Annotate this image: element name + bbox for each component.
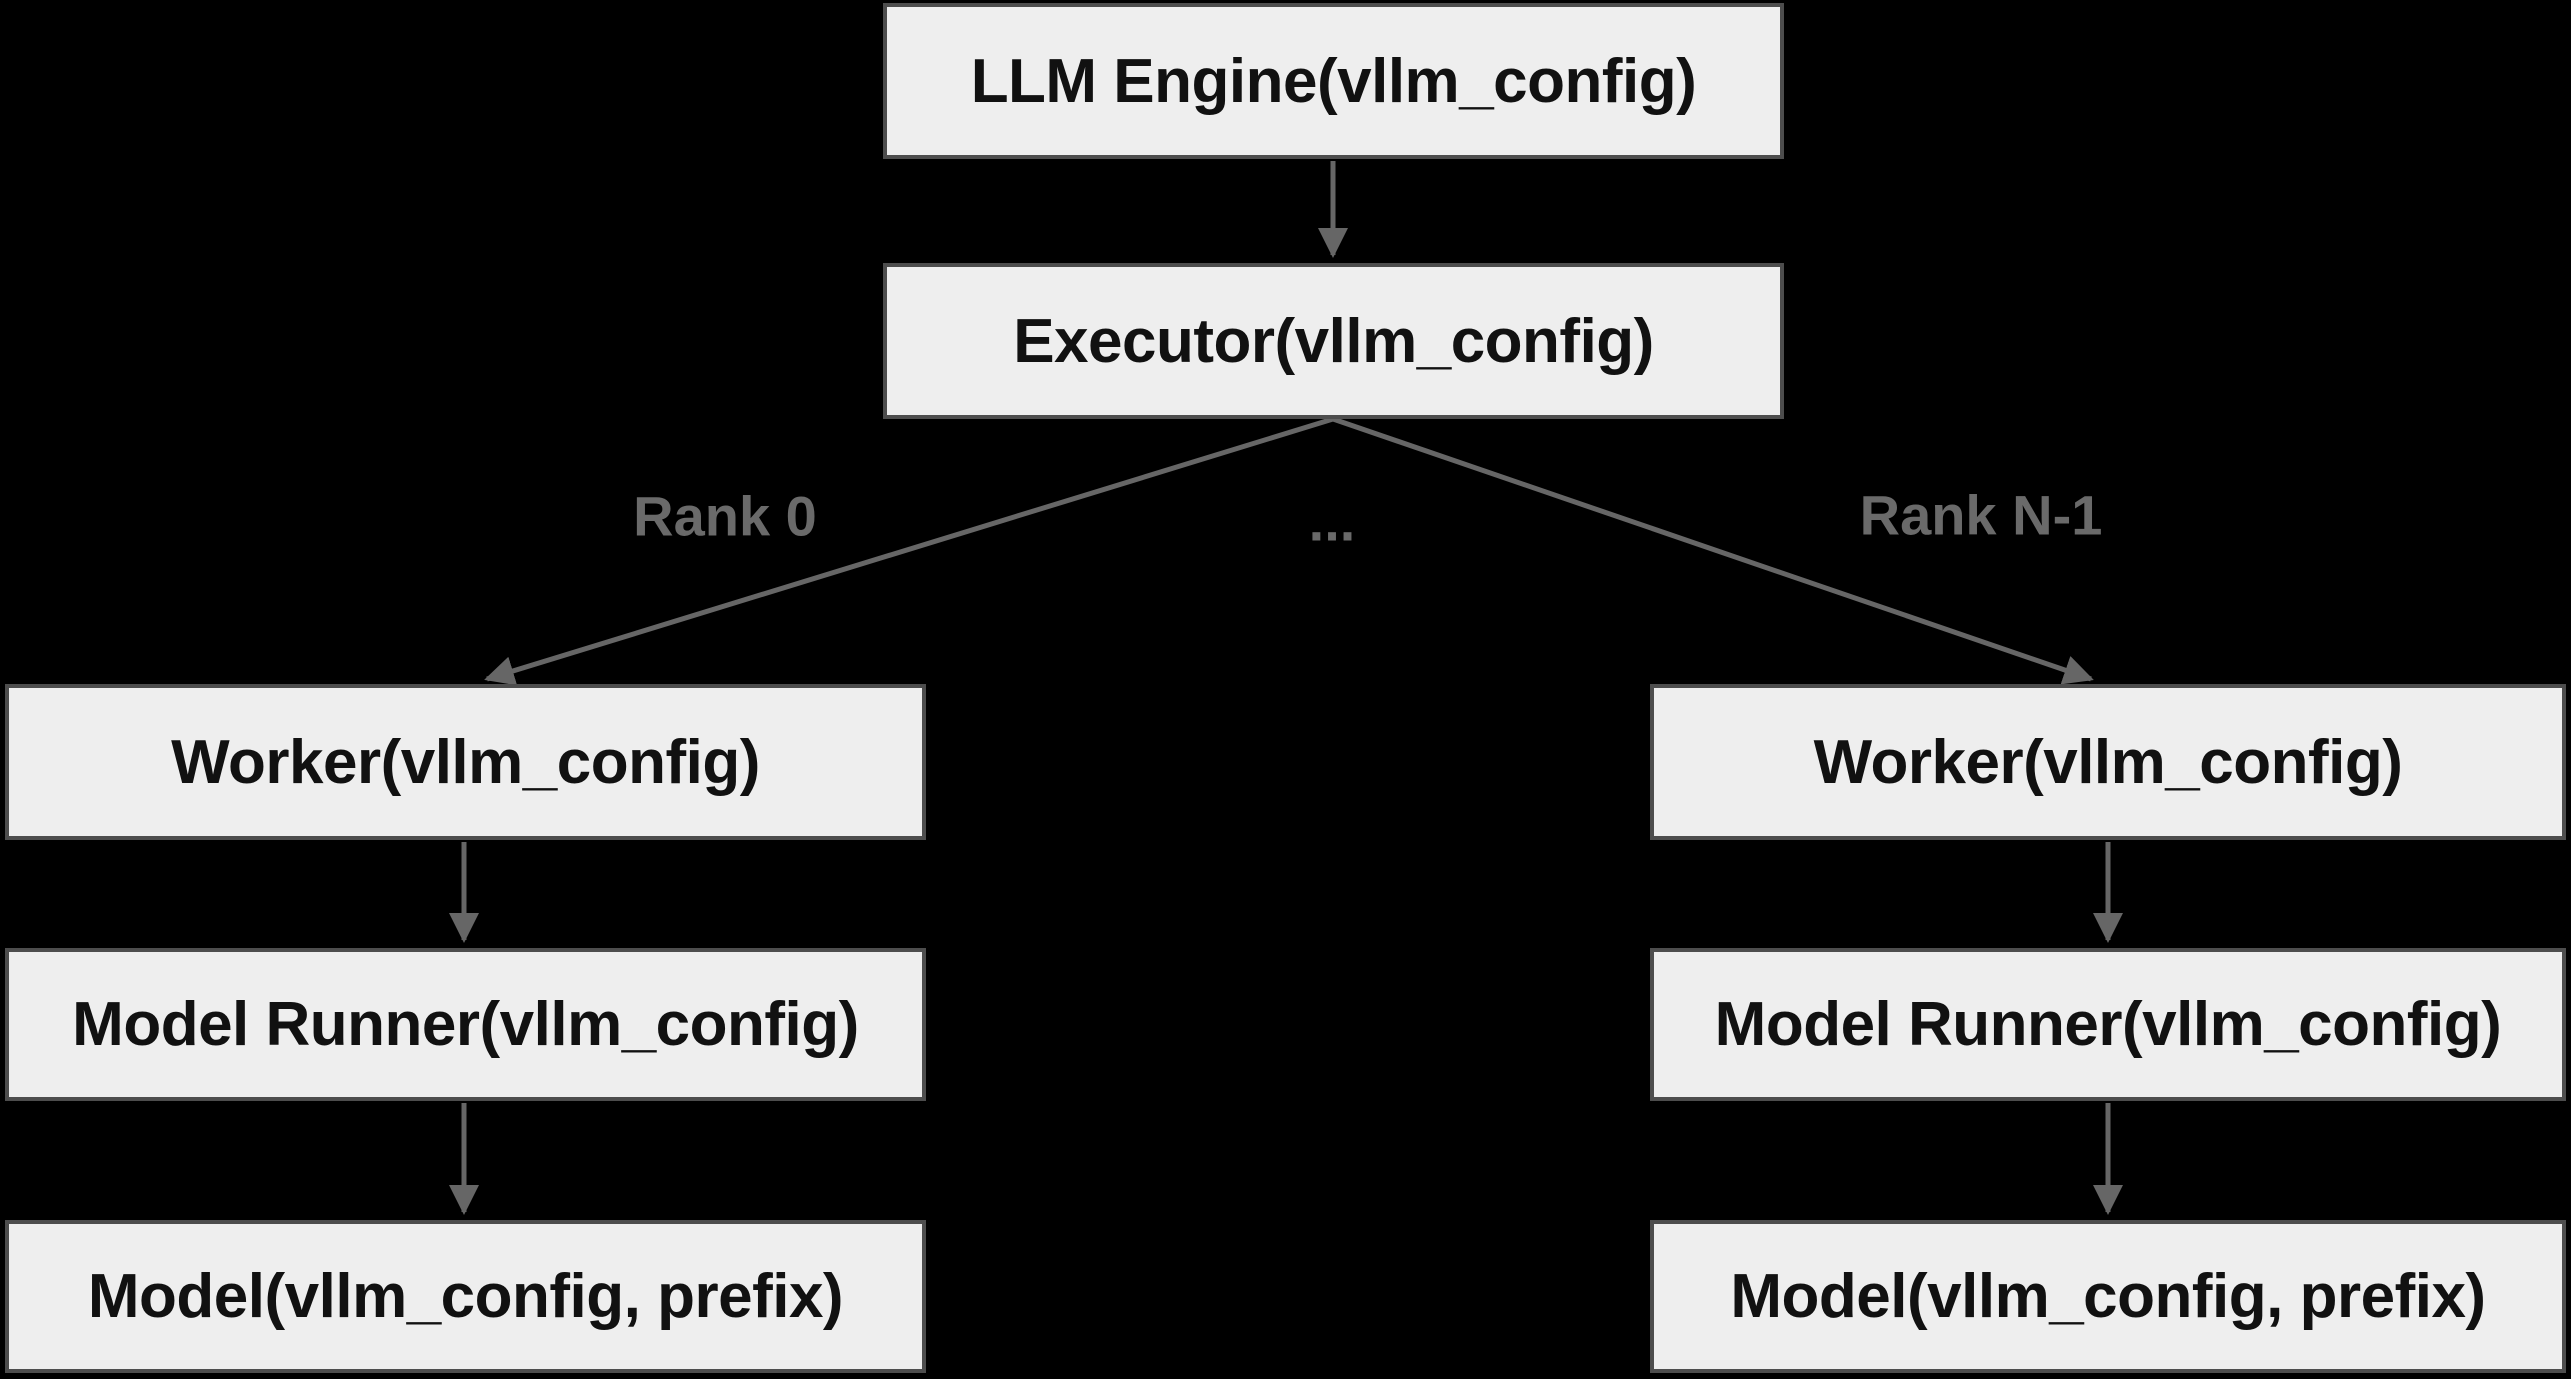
node-executor-label: Executor(vllm_config) — [1013, 306, 1654, 376]
edge-label-rank-n-1: Rank N-1 — [1859, 483, 2103, 547]
node-model-runner-left: Model Runner(vllm_config) — [5, 948, 926, 1101]
node-model-left-label: Model(vllm_config, prefix) — [87, 1262, 844, 1331]
node-executor: Executor(vllm_config) — [883, 263, 1784, 419]
edge-label-ellipsis: ... — [1308, 489, 1356, 553]
node-worker-right: Worker(vllm_config) — [1650, 684, 2566, 840]
node-model-right-label: Model(vllm_config, prefix) — [1730, 1262, 2486, 1331]
node-model-runner-right: Model Runner(vllm_config) — [1650, 948, 2566, 1101]
node-model-runner-left-label: Model Runner(vllm_config) — [72, 990, 859, 1059]
edge-executor-to-worker-left — [484, 416, 1334, 686]
node-llm-engine: LLM Engine(vllm_config) — [883, 3, 1784, 159]
node-worker-right-label: Worker(vllm_config) — [1813, 727, 2403, 797]
edge-label-rank-0: Rank 0 — [633, 484, 817, 548]
node-model-runner-right-label: Model Runner(vllm_config) — [1714, 990, 2502, 1059]
edge-executor-to-worker-right — [1332, 416, 2094, 685]
node-worker-left-label: Worker(vllm_config) — [171, 727, 760, 797]
node-model-left: Model(vllm_config, prefix) — [5, 1220, 926, 1373]
node-llm-engine-label: LLM Engine(vllm_config) — [970, 46, 1697, 116]
node-model-right: Model(vllm_config, prefix) — [1650, 1220, 2566, 1373]
node-worker-left: Worker(vllm_config) — [5, 684, 926, 840]
